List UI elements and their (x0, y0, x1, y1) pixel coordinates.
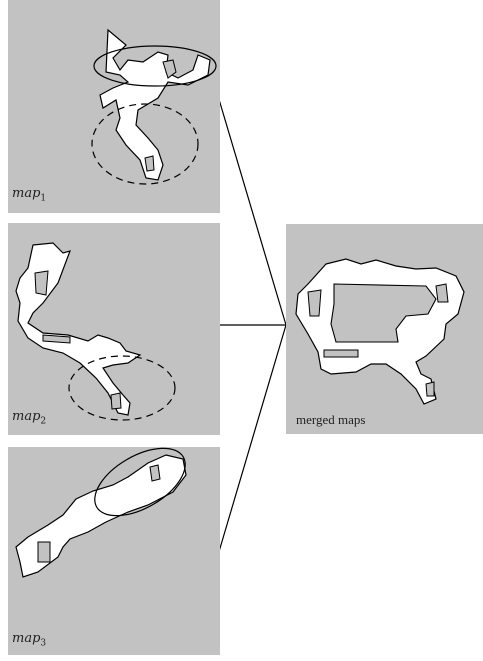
map3-drawing (15, 447, 187, 578)
merged-maps-label: merged maps (296, 412, 366, 427)
map2-obstacle-bottom (110, 392, 122, 410)
map3-obstacle-top (149, 464, 161, 482)
map1-obstacle-bottom (144, 155, 155, 172)
map1-dashed-ellipse (91, 103, 199, 185)
map3-panel: map3 (8, 447, 220, 655)
map2-free-space (15, 242, 142, 416)
merged-obstacle-bottom-right (425, 381, 435, 397)
merged-obstacle-left (307, 289, 322, 317)
map2-dashed-ellipse (68, 355, 176, 421)
map3-solid-ellipse (94, 447, 186, 517)
map1-panel: map1 (8, 0, 220, 213)
merged-map-drawing (295, 258, 465, 405)
merged-obstacle-center (330, 283, 437, 343)
connector-map3 (217, 324, 287, 556)
map1-label: map1 (12, 186, 47, 204)
map3-obstacle-left (37, 541, 51, 563)
map2-obstacle-left (34, 270, 49, 296)
map2-panel: map2 (8, 223, 220, 435)
map1-drawing (91, 28, 217, 185)
map1-solid-ellipse (93, 45, 217, 87)
map1-free-space (99, 28, 211, 181)
map2-obstacle-mid (42, 334, 71, 344)
map2-label: map2 (12, 409, 47, 427)
merged-obstacle-right (435, 283, 449, 303)
map3-label: map3 (12, 631, 47, 649)
merged-map-panel: merged maps (286, 224, 483, 434)
merged-obstacle-bottom-left (323, 349, 359, 358)
connector-map1 (217, 95, 287, 326)
map1-obstacle-top (162, 59, 177, 79)
map3-free-space (15, 454, 187, 578)
map2-drawing (15, 242, 176, 421)
